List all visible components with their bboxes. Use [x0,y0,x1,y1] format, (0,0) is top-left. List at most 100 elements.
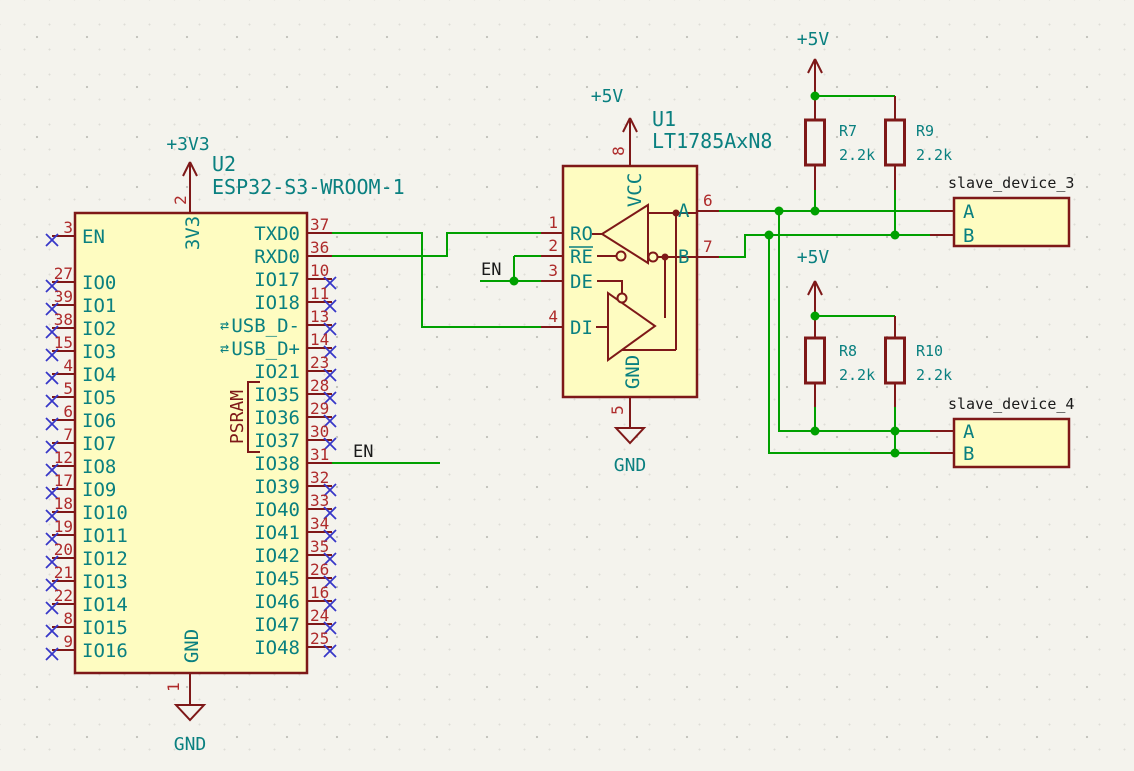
resistor-reference: R7 [839,122,857,140]
ground-symbol[interactable]: GND [173,673,207,755]
pin-number: 4 [63,356,73,375]
pin-name: IO16 [82,640,128,662]
pin-name: RO [570,223,593,245]
no-connect-x-icon [45,578,59,592]
pin-number: 10 [310,261,329,280]
no-connect-x-icon [323,437,337,451]
resistor-body-r7 [804,118,826,167]
no-connect-x-icon [323,299,337,313]
pin-name: USB_D+ [231,338,300,360]
power-flag-symbol[interactable]: +5V [797,29,830,96]
pin-number: 9 [63,632,73,651]
pin-name: IO8 [82,456,116,478]
net-label-en[interactable]: EN [353,442,373,462]
pin-name: A [678,200,690,222]
receiver-invert-bubble [647,251,659,263]
pin-number: 2 [548,236,558,255]
no-connect-x-icon [323,368,337,382]
pin-number: 32 [310,468,329,487]
pin-number: 1 [548,213,558,232]
resistor-value: 2.2k [839,366,875,384]
wire-junction-dot [810,311,820,321]
slave-device-4-body [952,417,1071,469]
no-connect-x-icon [45,440,59,454]
pin-number: 34 [310,514,329,533]
no-connect-x-icon [45,417,59,431]
no-connect-x-icon [45,486,59,500]
no-connect-x-icon [323,345,337,359]
pin-name: IO48 [254,637,300,659]
no-connect-x-icon [45,233,59,247]
pin-name: IO46 [254,591,300,613]
no-connect-x-icon [45,601,59,615]
power-symbols[interactable]: +3V3 +5V +5V +5V GND GND [166,29,829,755]
pin-name: RE [570,246,593,268]
pin-number: 29 [310,399,329,418]
no-connect-x-icon [323,552,337,566]
wire-junction-dot [890,448,900,458]
resistor-value: 2.2k [916,366,952,384]
psram-group-label: PSRAM [227,390,248,444]
bidirectional-pin-icon: ⇄ [220,339,229,357]
wire-junction-dot [810,91,820,101]
pin-name: IO2 [82,318,116,340]
no-connect-x-icon [323,483,337,497]
pin-name: IO35 [254,384,300,406]
pin-name: IO42 [254,545,300,567]
pin-number: 37 [310,215,329,234]
pin-number: 39 [54,287,73,306]
power-flag-symbol[interactable]: +3V3 [166,134,210,213]
wire-net[interactable] [332,95,930,464]
pin-name: IO11 [82,525,128,547]
pin-number: 18 [54,494,73,513]
pin-name: IO38 [254,453,300,475]
u1-value: LT1785AxN8 [652,129,772,153]
no-connect-x-icon [45,325,59,339]
pin-number: 19 [54,517,73,536]
power-flag-symbol[interactable]: +5V [591,86,638,166]
pin-number: 5 [608,405,627,415]
resistor-reference: R9 [916,122,934,140]
re-invert-bubble [615,250,627,262]
pin-number: 3 [63,218,73,237]
no-connect-x-icon [45,647,59,661]
no-connect-x-icon [45,348,59,362]
pin-number: 12 [54,448,73,467]
wire-junction-dot [890,426,900,436]
wire-junctions [509,91,900,458]
pin-number: 20 [54,540,73,559]
no-connect-x-icon [45,371,59,385]
pin-name: A [963,421,975,443]
pin-number: 36 [310,238,329,257]
pin-number: 6 [63,402,73,421]
pin-number: 21 [54,563,73,582]
ground-symbol[interactable]: GND [613,397,647,476]
power-net-label: +3V3 [166,134,209,155]
pin-name: IO41 [254,522,300,544]
pin-name: IO4 [82,364,116,386]
de-invert-bubble [616,292,628,304]
pin-number: 4 [548,307,558,326]
net-label-en[interactable]: EN [481,260,501,280]
pin-number: 26 [310,560,329,579]
no-connect-x-icon [323,322,337,336]
net-labels[interactable]: EN EN [353,260,501,462]
power-flag-symbol[interactable]: +5V [797,247,830,316]
resistor-value: 2.2k [916,146,952,164]
pin-name-3v3: 3V3 [182,216,204,250]
pin-number: 23 [310,353,329,372]
pin-name: IO14 [82,594,128,616]
wire-junction-dot [764,230,774,240]
pin-name: B [963,225,974,247]
wire-junction-dot [774,206,784,216]
pin-name: IO21 [254,361,300,383]
pin-number: 24 [310,606,329,625]
pin-name: IO18 [254,292,300,314]
pin-number: 6 [703,191,713,210]
power-net-label: +5V [591,86,624,107]
